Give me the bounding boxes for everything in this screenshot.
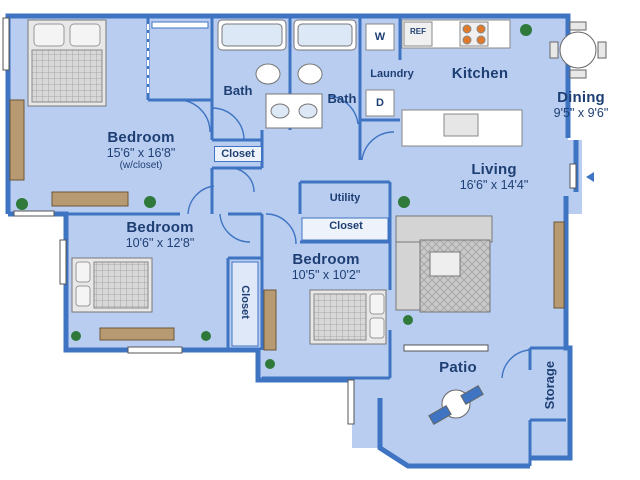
bedroom-2-label: Bedroom 10'6" x 12'8"	[90, 219, 230, 250]
utility-closet	[301, 217, 389, 241]
patio-label: Patio	[439, 359, 477, 376]
kitchen-counters	[401, 19, 523, 147]
room-name: Living	[471, 161, 517, 178]
plant-icons	[16, 24, 532, 369]
room-name: Bedroom	[126, 219, 194, 236]
dining-table	[549, 21, 607, 79]
room-name: Dining	[557, 89, 605, 106]
room-note: (w/closet)	[119, 160, 163, 172]
bedroom2-closet	[231, 261, 259, 347]
master-bed	[27, 19, 107, 107]
room-size: 10'5" x 10'2"	[291, 267, 361, 282]
kitchen-label: Kitchen	[451, 65, 509, 82]
bedroom2-bed	[71, 257, 153, 313]
living-label: Living 16'6" x 14'4"	[434, 161, 554, 192]
room-name: Bedroom	[292, 251, 360, 268]
bedroom-3-label: Bedroom 10'5" x 10'2"	[266, 251, 386, 282]
master-dresser	[51, 191, 129, 207]
laundry-label: Laundry	[370, 68, 414, 80]
interior-walls	[66, 16, 566, 466]
patio-furniture	[428, 384, 484, 426]
bath-fixtures	[217, 19, 357, 129]
bedroom3-bed	[309, 289, 387, 345]
storage-label: Storage	[541, 360, 557, 410]
closet-hall-label: Closet	[214, 146, 262, 163]
room-size: 10'6" x 12'8"	[125, 235, 195, 250]
closet-utility-label: Closet	[329, 220, 363, 232]
entry-arrow-icon	[586, 172, 594, 182]
room-size: 9'5" x 9'6"	[553, 105, 609, 120]
laundry-machines	[365, 23, 395, 117]
closet-bedroom2-label: Closet	[239, 285, 252, 319]
bedroom3-desk	[263, 289, 277, 351]
dining-label: Dining 9'5" x 9'6"	[532, 89, 630, 120]
fridge-label: REF	[410, 27, 426, 36]
dryer-label: D	[376, 97, 384, 109]
washer-label: W	[374, 31, 386, 43]
windows	[2, 17, 577, 425]
bedroom2-dresser	[99, 327, 175, 341]
room-size: 15'6" x 16'8"	[106, 145, 176, 160]
master-closet-shelf	[151, 21, 209, 29]
room-name: Bedroom	[107, 129, 175, 146]
living-sofa	[395, 215, 493, 313]
bedroom-master-label: Bedroom 15'6" x 16'8" (w/closet)	[76, 129, 206, 172]
living-tv-console	[553, 221, 565, 309]
master-nightstand	[9, 99, 25, 181]
bath-2-label: Bath	[327, 91, 357, 106]
room-size: 16'6" x 14'4"	[459, 177, 529, 192]
bath-1-label: Bath	[223, 83, 253, 98]
utility-label: Utility	[329, 192, 361, 204]
door-swings	[177, 95, 531, 379]
